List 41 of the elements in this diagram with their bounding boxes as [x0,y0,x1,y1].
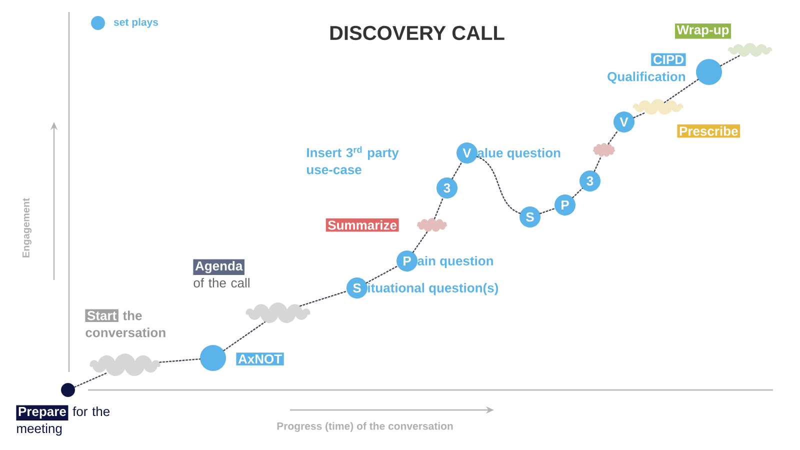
milestone-dot [200,345,226,371]
step-label: ituational question(s) [368,282,498,296]
dotted-path [572,188,583,198]
axis-label: Progress (time) of the conversation [277,422,453,432]
axis-label: Engagement [22,198,32,258]
dotted-path [412,231,428,253]
milestone-dot [61,383,75,397]
dotted-path [720,54,741,66]
step-label: Wrap-up [674,24,732,39]
dotted-path [159,358,200,363]
cloud-shape [90,354,160,376]
dotted-path [223,321,266,352]
title: DISCOVERY CALL [330,26,504,40]
dotted-path [608,130,618,145]
step-label: Agenda of the call [193,259,250,288]
milestone-dot [696,59,722,85]
step-label: Insert 3$^{rd}$ party use-case [307,146,399,174]
step-label: Prepare for the meeting [16,405,110,436]
step-label: ain question [418,256,493,268]
step-label: CIPD Qualification [608,53,686,84]
dotted-path [74,372,108,388]
legend-label: set plays [114,18,158,28]
step-label: Start the conversation [85,309,166,338]
dotted-path [366,265,398,284]
dotted-path [664,78,699,104]
step-label: alue question [478,148,560,160]
dotted-path [539,208,556,214]
dotted-path [300,290,348,307]
step-label: Prescribe [677,124,740,138]
dotted-path [633,112,646,118]
dotted-path [452,162,462,180]
cloud-shape [417,218,447,232]
dotted-path [434,197,444,220]
dotted-path [594,156,602,172]
cloud-shape [632,99,684,115]
step-label: Summarize [326,218,399,232]
cloud-shape [728,43,772,57]
step-label: AxNOT [236,352,284,366]
cloud-shape [593,143,615,157]
cloud-shape [246,302,310,324]
dotted-path [476,156,521,214]
